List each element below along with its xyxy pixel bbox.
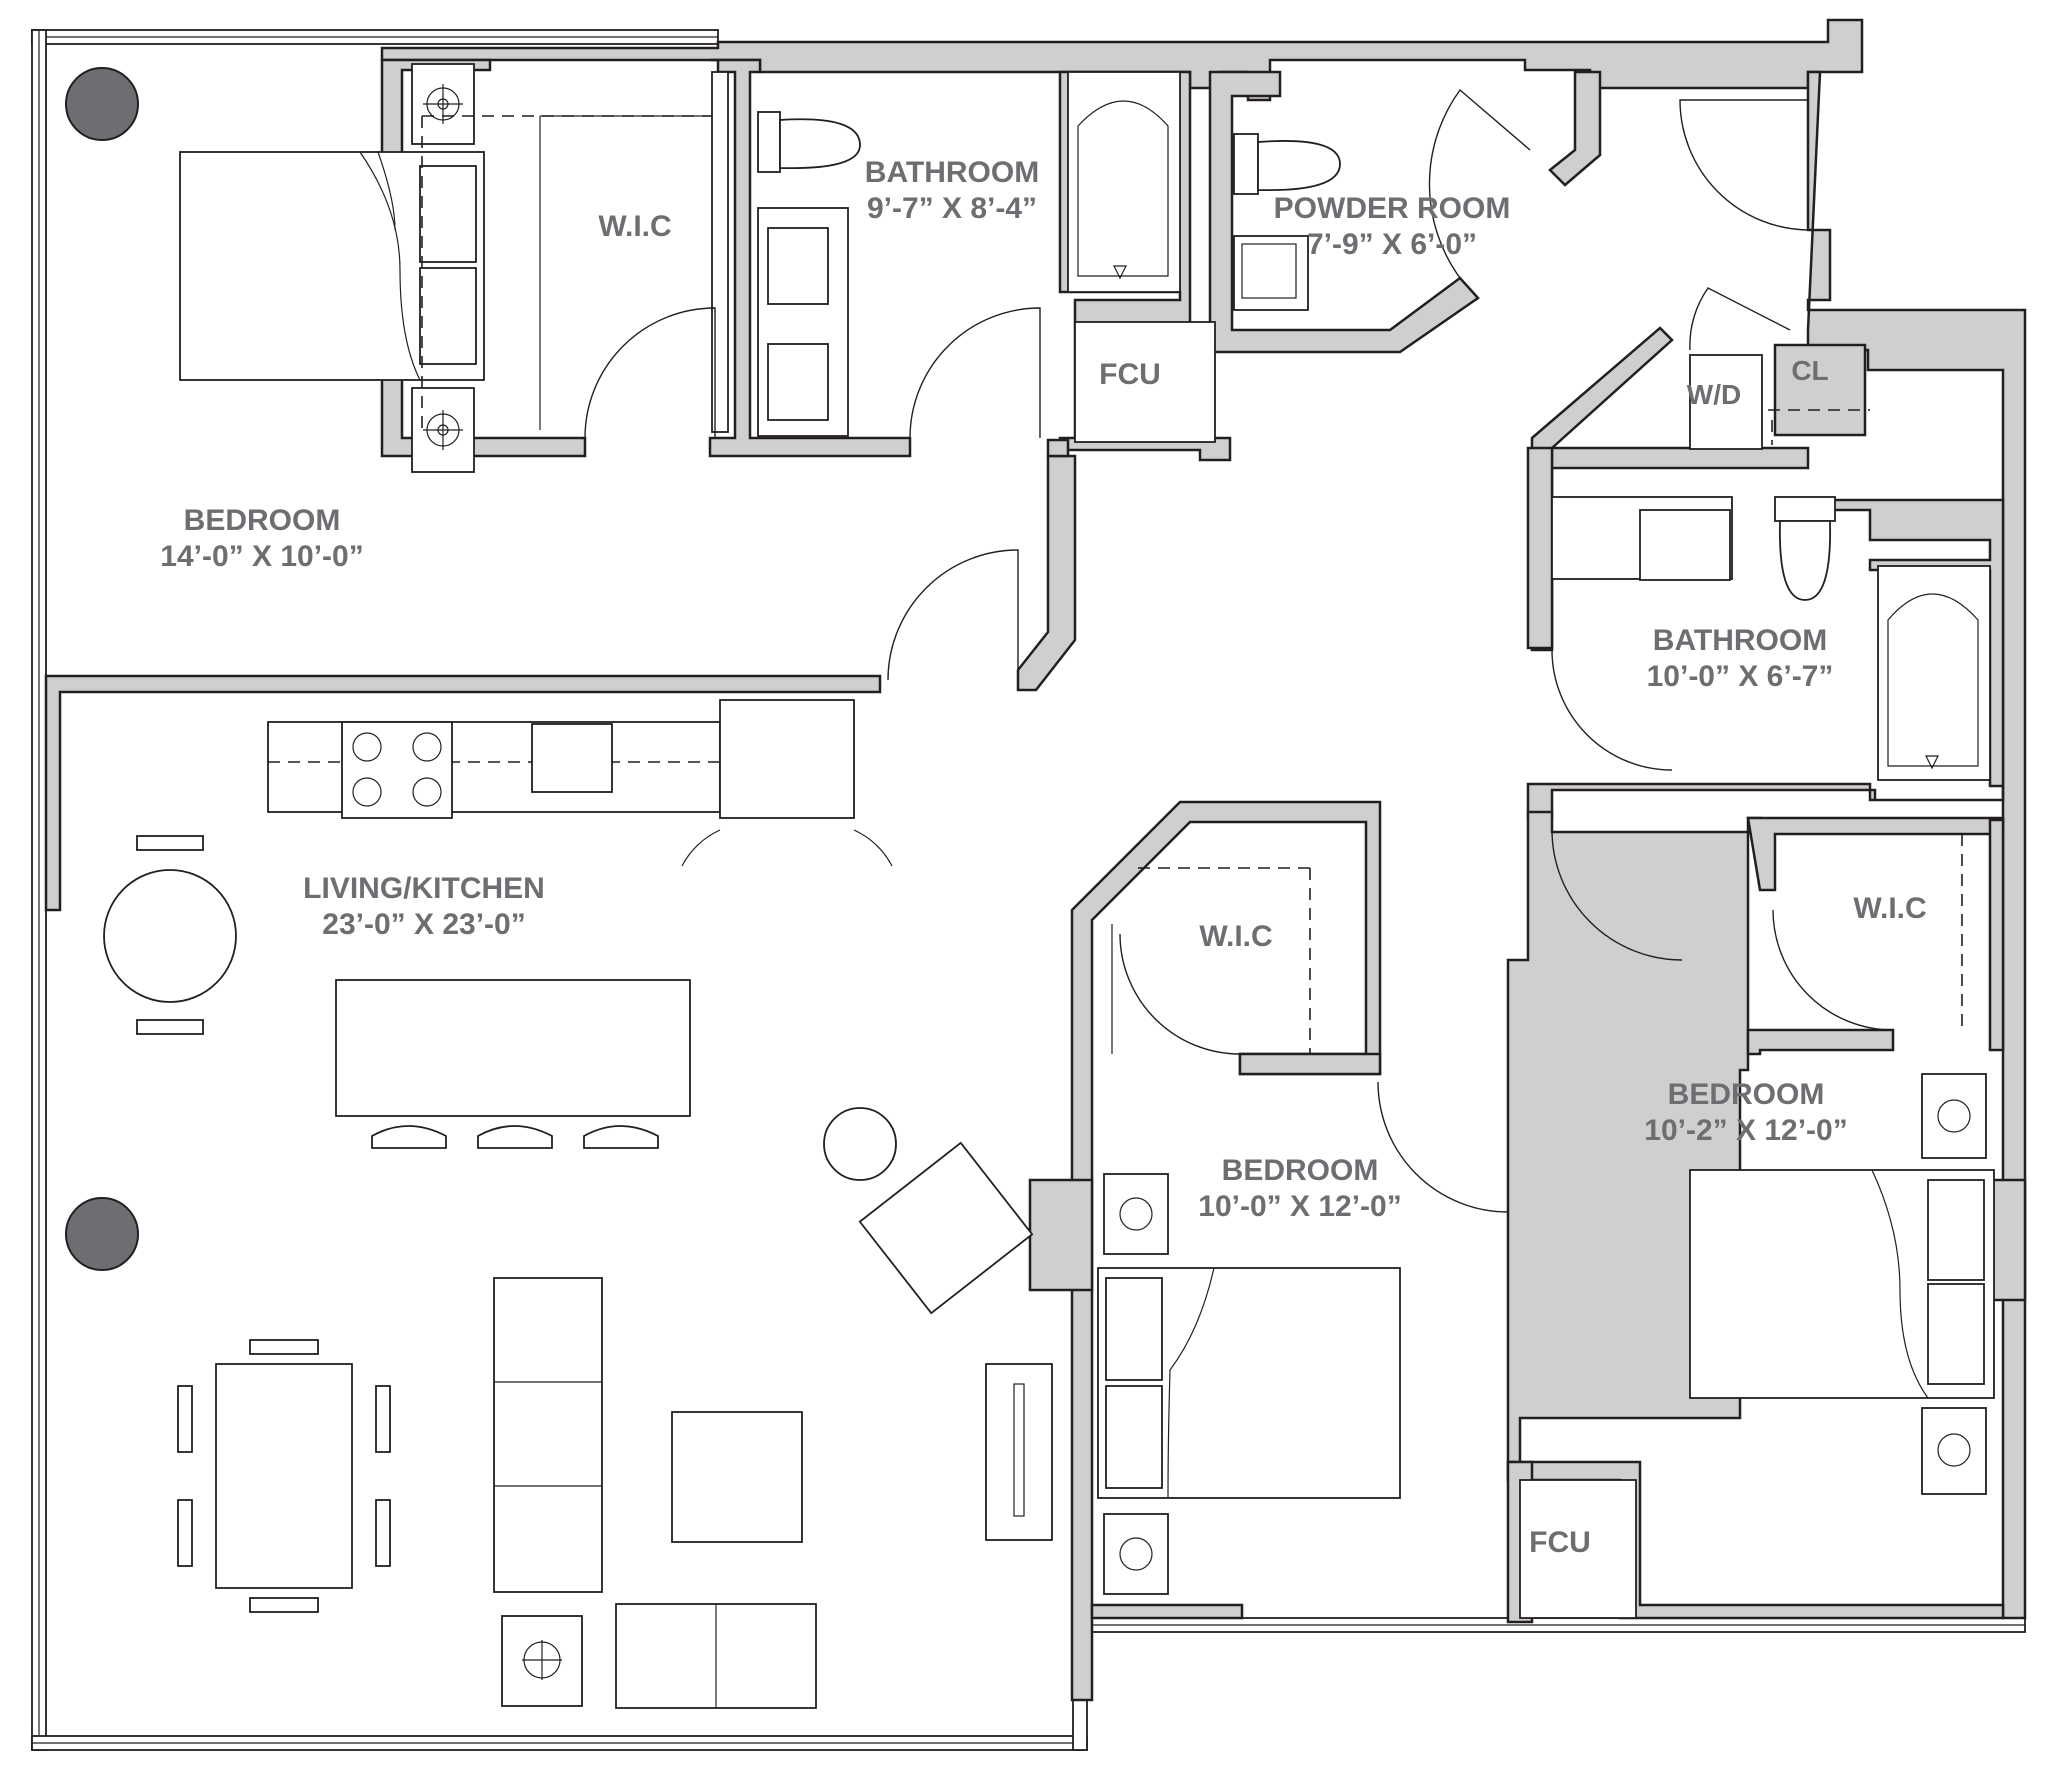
- label-living-kitchen: LIVING/KITCHEN: [303, 872, 545, 905]
- room-labels: BEDROOM 14’-0” X 10’-0” W.I.C BATHROOM 9…: [160, 156, 1926, 1559]
- side-table: [823, 1107, 897, 1181]
- label-bedroom-3: BEDROOM: [1668, 1078, 1825, 1111]
- bathroom-2-fixtures: [1551, 496, 1991, 781]
- kitchen-counter: [267, 721, 721, 813]
- toilet-3: [1774, 496, 1836, 522]
- label-wd: W/D: [1687, 379, 1741, 410]
- label-wic-3: W.I.C: [1853, 892, 1926, 925]
- bathroom-1-fixtures: [757, 71, 1181, 437]
- nightstand-3a: [1921, 1073, 1987, 1159]
- dims-bedroom-1: 14’-0” X 10’-0”: [160, 540, 363, 573]
- sofa: [493, 1277, 603, 1593]
- laundry-fixtures: [1689, 354, 1870, 450]
- living-furniture: [493, 1107, 1053, 1709]
- dims-bedroom-3: 10’-2” X 12’-0”: [1644, 1114, 1847, 1147]
- armchair: [858, 1141, 1034, 1315]
- bedroom-2-furniture: [1097, 1173, 1401, 1595]
- nightstand-3b: [1921, 1407, 1987, 1495]
- fcu-1-box: [1074, 321, 1216, 443]
- dims-powder-room: 7’-9” X 6’-0”: [1307, 228, 1477, 261]
- label-bathroom-1: BATHROOM: [865, 156, 1039, 189]
- label-wic-1: W.I.C: [598, 210, 671, 243]
- island: [335, 979, 691, 1117]
- tub-2: [1877, 565, 1991, 781]
- washer-dryer: [1689, 354, 1763, 450]
- bedroom-1-furniture: [179, 63, 485, 473]
- wic-3-rods: [1774, 834, 1963, 1030]
- label-bathroom-2: BATHROOM: [1653, 624, 1827, 657]
- dining-table: [177, 1339, 391, 1613]
- powder-room-fixtures: [1233, 133, 1341, 311]
- toilet-2: [1233, 133, 1259, 195]
- column-top-left: [65, 67, 139, 141]
- dims-bathroom-1: 9’-7” X 8’-4”: [867, 192, 1037, 225]
- round-table: [103, 835, 237, 1035]
- label-wic-2: W.I.C: [1199, 920, 1272, 953]
- dims-bedroom-2: 10’-0” X 12’-0”: [1198, 1190, 1401, 1223]
- column-bottom-left: [65, 1197, 139, 1271]
- wic-1-rods: [421, 71, 729, 433]
- tv-console: [985, 1363, 1053, 1541]
- coffee-table: [671, 1411, 803, 1543]
- kitchen-sink: [531, 723, 613, 793]
- label-fcu-1: FCU: [1099, 358, 1161, 391]
- nightstand-2b: [1103, 1513, 1169, 1595]
- label-closet: CL: [1791, 355, 1828, 386]
- nightstand-2a: [1103, 1173, 1169, 1255]
- sink-3: [1639, 509, 1731, 581]
- label-powder-room: POWDER ROOM: [1274, 192, 1511, 225]
- dims-living-kitchen: 23’-0” X 23’-0”: [322, 908, 525, 941]
- label-bedroom-2: BEDROOM: [1222, 1154, 1379, 1187]
- toilet-1: [757, 111, 781, 173]
- kitchen-counters: [267, 699, 893, 867]
- label-fcu-2: FCU: [1529, 1526, 1591, 1559]
- wic-2-rods: [1111, 867, 1311, 1054]
- tub-1: [1067, 71, 1181, 293]
- cooktop: [341, 721, 453, 819]
- bedroom-3-furniture: [1689, 1073, 1995, 1495]
- kitchen-island: [335, 979, 691, 1149]
- sink-2: [1233, 235, 1309, 311]
- dims-bathroom-2: 10’-0” X 6’-7”: [1647, 660, 1834, 693]
- label-bedroom-1: BEDROOM: [184, 504, 341, 537]
- refrigerator: [719, 699, 855, 819]
- fcu-2-box: [1519, 1479, 1637, 1619]
- doors: [584, 88, 1894, 1213]
